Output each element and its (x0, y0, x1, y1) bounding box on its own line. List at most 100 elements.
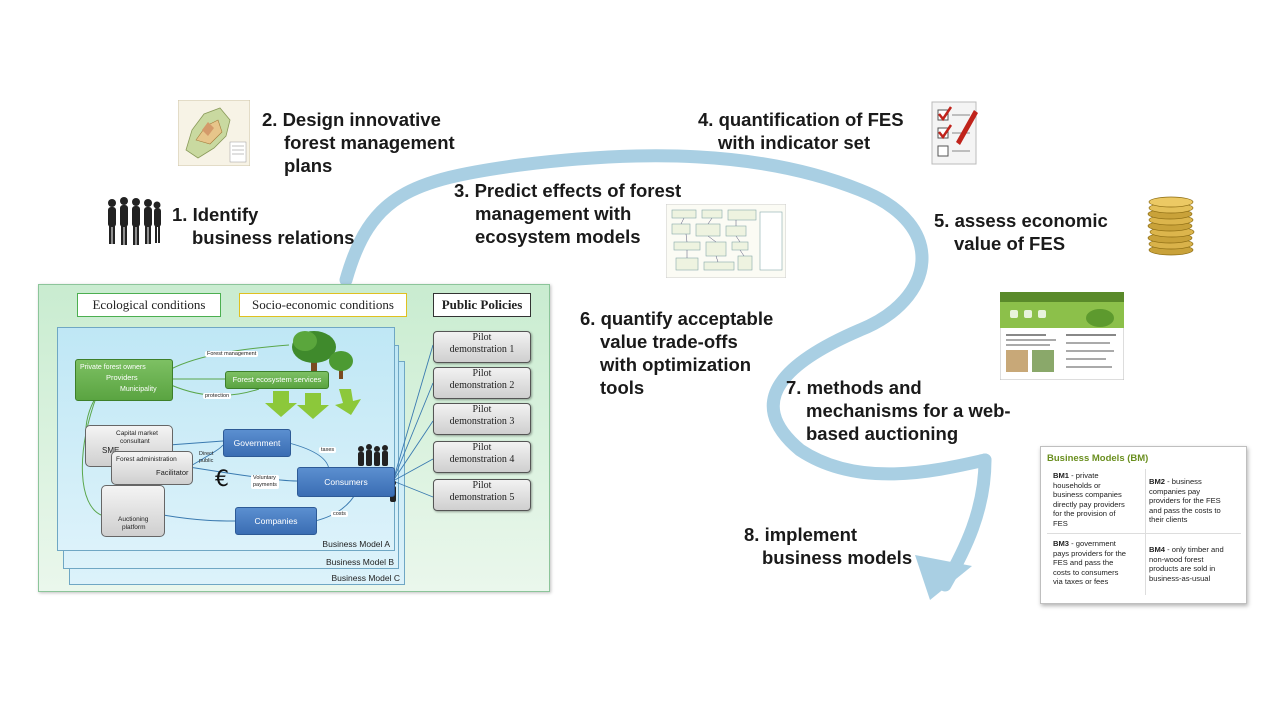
pilot-demonstration-3: Pilot demonstration 3 (433, 403, 531, 435)
providers-line-1: Private forest owners (80, 364, 146, 371)
step-7-web-auctioning: 7. methods and mechanisms for a web- bas… (786, 376, 1011, 445)
step-4-quantification: 4. quantification of FES with indicator … (698, 108, 904, 154)
step-line: tools (600, 377, 645, 398)
pilot-line-2: demonstration 5 (449, 492, 515, 503)
consumers-box: Consumers (297, 467, 395, 497)
business-models-table: Business Models (BM) BM1 - private house… (1040, 446, 1247, 604)
pilot-line-2: demonstration 4 (449, 454, 515, 465)
step-line: 8. implement (744, 524, 858, 545)
step-line: management with (475, 203, 632, 224)
bm4-line-text: products are sold in (1149, 564, 1216, 573)
step-line: mechanisms for a web- (806, 400, 1011, 421)
facilitator-label: Facilitator (156, 468, 189, 477)
step-line: based auctioning (806, 423, 959, 444)
auctioning-platform-box: Auctioning platform (101, 485, 165, 537)
checklist-icon (931, 101, 978, 165)
step-1-identify-relations: 1. Identify business relations (172, 203, 354, 249)
bm1-key: BM1 (1053, 471, 1070, 480)
layer-label: Business Model B (325, 557, 394, 567)
providers-line-3: Municipality (120, 386, 157, 393)
step-line: 6. quantify acceptable (580, 308, 774, 329)
pilot-demonstration-4: Pilot demonstration 4 (433, 441, 531, 473)
bm4-line-text: non-wood forest (1149, 554, 1204, 564)
forest-services-box: Forest ecosystem services (225, 371, 329, 389)
bm1-cell: BM1 - private households or business com… (1053, 471, 1125, 528)
step-line: 4. quantification of FES (698, 109, 904, 130)
bm1-line-text: - private (1069, 471, 1099, 480)
bm3-key: BM3 (1053, 539, 1070, 548)
public-policies-label: Public Policies (433, 293, 531, 317)
taxes-label: taxes (319, 447, 337, 453)
bm3-line-text: via taxes or fees (1053, 577, 1109, 586)
pilot-line-2: demonstration 3 (449, 416, 515, 427)
bm2-line-text: their clients (1149, 515, 1188, 524)
step-8-implement: 8. implement business models (744, 523, 912, 569)
bm2-cell: BM2 - business companies pay providers f… (1149, 477, 1221, 525)
bm3-line-text: FES and pass the (1053, 558, 1114, 567)
bm1-line-text: households or (1053, 480, 1101, 490)
step-3-predict-effects: 3. Predict effects of forest management … (454, 179, 681, 248)
voluntary-payments-label: Voluntary payments (251, 475, 279, 489)
step-line: 2. Design innovative (262, 109, 441, 130)
bm3-line-text: costs to consumers (1053, 567, 1119, 577)
bm1-line-text: business companies (1053, 490, 1122, 499)
pilot-line-1: Pilot (472, 332, 492, 343)
providers-line-2: Providers (106, 373, 138, 382)
step-line: value trade-offs (600, 331, 738, 352)
bm4-line-text: business-as-usual (1149, 573, 1211, 583)
model-diagram-icon (666, 204, 786, 278)
bm4-line: BM4 - only timber and (1149, 545, 1224, 555)
capital-market-line-2: consultant (120, 438, 150, 445)
socio-economic-conditions-label: Socio-economic conditions (239, 293, 407, 317)
sme-label: SME (102, 446, 120, 455)
step-line: 7. methods and (786, 377, 922, 398)
bm2-line-text: providers for the FES (1149, 496, 1221, 505)
step-line: forest management (284, 132, 455, 153)
website-thumbnail-icon (1000, 292, 1124, 380)
direct-public-label: Direct public (199, 451, 213, 465)
pilot-line-2: demonstration 2 (449, 380, 515, 391)
bm4-line-text: - only timber and (1165, 545, 1224, 554)
pilot-line-1: Pilot (472, 404, 492, 415)
bm4-key: BM4 (1149, 545, 1166, 554)
bm3-line-text: pays providers for the (1053, 548, 1127, 558)
forest-management-label: Forest management (205, 351, 259, 357)
auction-line-1: Auctioning (118, 516, 149, 523)
providers-box: Private forest owners Providers Municipa… (75, 359, 173, 401)
protection-label: protection (203, 393, 232, 399)
euro-icon: € (215, 467, 229, 492)
step-line: business models (762, 547, 913, 568)
step-line: plans (284, 155, 333, 176)
voluntary-line: Voluntary (253, 475, 276, 481)
bm3-line-text: - government (1069, 539, 1116, 548)
table-divider-horizontal (1047, 533, 1241, 534)
bm2-line: BM2 - business (1149, 477, 1221, 487)
step-line: 1. Identify (172, 204, 259, 225)
layer-label: Business Model C (331, 573, 400, 583)
bm1-line: BM1 - private (1053, 471, 1125, 481)
step-line: ecosystem models (475, 226, 641, 247)
business-model-diagram: Ecological conditions Socio-economic con… (38, 284, 550, 592)
bm2-key: BM2 (1149, 477, 1166, 486)
step-2-design-plans: 2. Design innovative forest management p… (262, 108, 455, 177)
pilot-demonstration-5: Pilot demonstration 5 (433, 479, 531, 511)
step-line: business relations (192, 227, 355, 248)
auction-line-2: platform (122, 524, 146, 531)
pilot-line-1: Pilot (472, 480, 492, 491)
table-divider-vertical (1145, 469, 1146, 595)
facilitator-box: Forest administration Facilitator (111, 451, 193, 485)
forest-map-icon (178, 100, 250, 166)
business-models-title: Business Models (BM) (1047, 453, 1149, 464)
government-box: Government (223, 429, 291, 457)
step-line: with optimization (600, 354, 752, 375)
layer-label: Business Model A (322, 539, 390, 549)
direct-line: Direct (199, 451, 214, 457)
step-line: 3. Predict effects of forest (454, 180, 682, 201)
ecological-conditions-label: Ecological conditions (77, 293, 221, 317)
public-line: public (199, 458, 214, 464)
bm2-line-text: companies pay (1149, 486, 1201, 496)
bm2-line-text: - business (1165, 477, 1202, 486)
bm3-cell: BM3 - government pays providers for the … (1053, 539, 1126, 587)
step-5-assess-value: 5. assess economic value of FES (934, 209, 1108, 255)
